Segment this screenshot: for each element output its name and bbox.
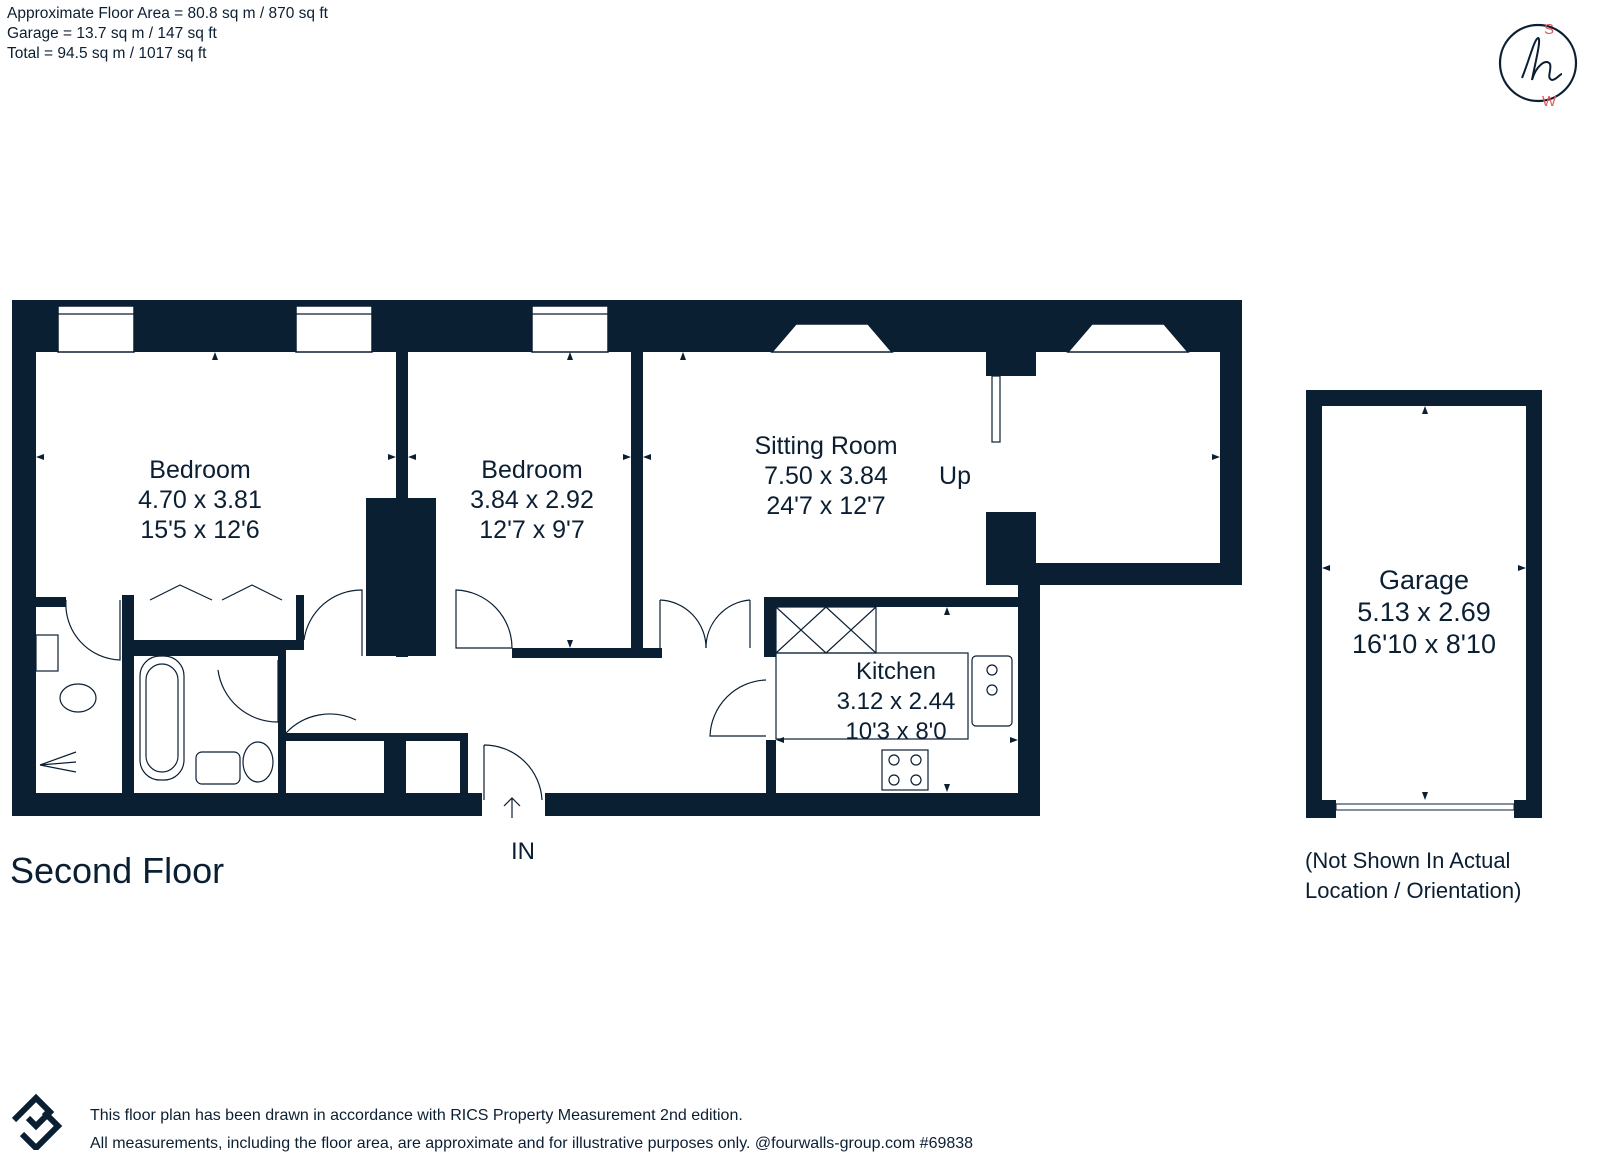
- total-area-text: Total = 94.5 sq m / 1017 sq ft: [7, 45, 207, 62]
- compass-logo: E S N W: [1498, 21, 1578, 110]
- garage-note: (Not Shown In Actual Location / Orientat…: [1305, 846, 1521, 906]
- bedroom1-imperial: 15'5 x 12'6: [140, 516, 259, 544]
- wall-right-ledge: [1018, 563, 1242, 585]
- entrance-label: IN: [511, 838, 535, 865]
- window-2: [295, 305, 373, 353]
- kitchen-wall-left-bottom: [766, 740, 776, 800]
- cupboard-right: [460, 733, 468, 795]
- kitchen-wall-top: [764, 597, 1018, 607]
- bedroom1-metric: 4.70 x 3.81: [138, 486, 262, 514]
- window-3: [531, 305, 609, 353]
- sitting-imperial: 24'7 x 12'7: [766, 492, 885, 520]
- garage-wall-top: [1306, 390, 1542, 406]
- wardrobe-right: [296, 595, 304, 650]
- window-bay-1: [770, 323, 894, 353]
- wardrobe-wall: [122, 595, 134, 795]
- garage-imperial: 16'10 x 8'10: [1352, 629, 1496, 659]
- floor-name: Second Floor: [10, 850, 225, 891]
- bedroom2-metric: 3.84 x 2.92: [470, 486, 594, 514]
- garage-wall-right: [1526, 390, 1542, 818]
- bathroom-wall-top: [134, 648, 282, 656]
- wall-right-lower: [1018, 585, 1040, 816]
- corridor-wall-top: [512, 648, 662, 658]
- kitchen-wall-left-top: [764, 597, 776, 657]
- ensuite-top: [36, 597, 66, 607]
- garage-wall-bottom-left: [1306, 800, 1336, 818]
- sitting-name: Sitting Room: [754, 432, 897, 460]
- partition-bed2-sitting: [631, 352, 643, 657]
- garage-wall-bottom-right: [1514, 800, 1542, 818]
- floor-area-text: Approximate Floor Area = 80.8 sq m / 870…: [7, 5, 328, 22]
- window-bay-2: [1066, 323, 1190, 353]
- cupboard-top: [286, 733, 466, 741]
- cupboard-divider: [384, 733, 406, 795]
- bedroom1-name: Bedroom: [149, 456, 250, 484]
- kitchen-imperial: 10'3 x 8'0: [845, 718, 946, 745]
- wall-top-left: [12, 300, 1240, 352]
- compass-s-label: S: [1544, 21, 1554, 38]
- footer-line1: This floor plan has been drawn in accord…: [90, 1107, 743, 1124]
- wall-bottom: [12, 793, 482, 816]
- area-summary: Approximate Floor Area = 80.8 sq m / 870…: [7, 4, 328, 64]
- compass-w-label: W: [1542, 93, 1557, 110]
- wall-right-upper: [1220, 300, 1242, 585]
- fourwalls-logo: [11, 1093, 63, 1150]
- wardrobe-base: [134, 640, 300, 650]
- chimney-breast: [366, 498, 436, 656]
- garage-note-line2: Location / Orientation): [1305, 878, 1522, 903]
- kitchen-name: Kitchen: [856, 658, 936, 685]
- garage-note-line1: (Not Shown In Actual: [1305, 848, 1511, 873]
- garage-area-text: Garage = 13.7 sq m / 147 sq ft: [7, 25, 217, 42]
- footer-disclaimer: This floor plan has been drawn in accord…: [90, 1102, 973, 1158]
- wall-bottom-right: [545, 793, 1040, 816]
- bedroom2-imperial: 12'7 x 9'7: [479, 516, 584, 544]
- partition-bay-lower: [986, 512, 1036, 585]
- partition-sitting-bay: [986, 352, 1036, 376]
- garage-name: Garage: [1379, 565, 1469, 595]
- garage-metric: 5.13 x 2.69: [1357, 597, 1491, 627]
- window-1: [57, 305, 135, 353]
- kitchen-metric: 3.12 x 2.44: [837, 688, 956, 715]
- bathroom-wall-right: [278, 648, 286, 793]
- wall-left: [12, 300, 36, 816]
- garage-wall-left: [1306, 390, 1322, 818]
- bedroom2-name: Bedroom: [481, 456, 582, 484]
- sitting-metric: 7.50 x 3.84: [764, 462, 888, 490]
- stairs-up-label: Up: [939, 462, 971, 490]
- footer-line2: All measurements, including the floor ar…: [90, 1135, 974, 1152]
